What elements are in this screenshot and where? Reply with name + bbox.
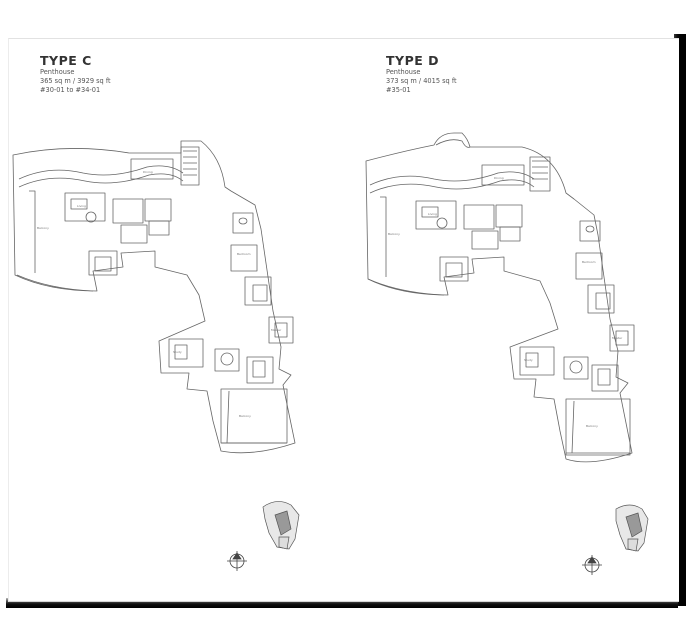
unit-title: TYPE D bbox=[386, 53, 440, 68]
bedroom-3 bbox=[609, 324, 635, 352]
unit-title: TYPE C bbox=[40, 53, 92, 68]
svg-text:Dining: Dining bbox=[494, 176, 504, 180]
floor-plan-drawing: Dining Living Balcony Balcony Bedroom Ma… bbox=[365, 132, 649, 575]
unit-area: 365 sq m / 3929 sq ft bbox=[40, 77, 111, 85]
dining-area bbox=[481, 164, 525, 186]
study-block bbox=[519, 346, 555, 376]
lift-lobby bbox=[439, 256, 469, 282]
site-key-plan-icon bbox=[615, 504, 649, 552]
svg-text:Study: Study bbox=[524, 358, 533, 362]
svg-text:Balcony: Balcony bbox=[388, 232, 400, 236]
living-table bbox=[436, 217, 448, 229]
stair-block bbox=[180, 146, 200, 186]
unit-heading: TYPE D Penthouse 373 sq m / 4015 sq ft #… bbox=[386, 53, 457, 95]
guest-room bbox=[579, 220, 601, 242]
brochure-page: TYPE C Penthouse 365 sq m / 3929 sq ft #… bbox=[8, 38, 679, 602]
living-area bbox=[64, 192, 106, 222]
svg-text:Bedroom: Bedroom bbox=[582, 260, 596, 264]
pool-deck bbox=[565, 398, 631, 456]
kitchen bbox=[463, 204, 495, 230]
svg-text:Living: Living bbox=[428, 212, 437, 216]
page-bottom-shadow bbox=[6, 598, 678, 608]
penthouse-pool-curve bbox=[18, 165, 184, 180]
bath-block bbox=[214, 348, 240, 372]
unit-numbers: #35-01 bbox=[386, 86, 411, 94]
svg-text:Living: Living bbox=[77, 204, 86, 208]
dining-area bbox=[130, 158, 174, 180]
svg-text:Balcony: Balcony bbox=[586, 424, 598, 428]
bath-block bbox=[563, 356, 589, 380]
unit-heading: TYPE C Penthouse 365 sq m / 3929 sq ft #… bbox=[40, 53, 111, 95]
north-arrow-icon bbox=[582, 555, 602, 575]
svg-text:Bedroom: Bedroom bbox=[237, 252, 251, 256]
svg-text:Balcony: Balcony bbox=[239, 414, 251, 418]
floor-plan-drawing: Dining Living Balcony Balcony Bedroom Ma… bbox=[12, 140, 300, 571]
svg-text:Dining: Dining bbox=[143, 170, 153, 174]
plan-outline bbox=[365, 132, 633, 463]
bedroom-2 bbox=[244, 276, 272, 306]
floor-plan-type-c: TYPE C Penthouse 365 sq m / 3929 sq ft #… bbox=[9, 39, 344, 601]
svg-text:Master: Master bbox=[612, 336, 623, 340]
unit-type: Penthouse bbox=[40, 68, 75, 76]
pool-deck bbox=[220, 388, 288, 444]
guest-room bbox=[232, 212, 254, 234]
study-block bbox=[168, 338, 204, 368]
bedroom-2 bbox=[587, 284, 615, 314]
bedroom-3 bbox=[268, 316, 294, 344]
bedroom-1 bbox=[575, 252, 603, 280]
floor-plan-type-d: TYPE D Penthouse 373 sq m / 4015 sq ft #… bbox=[344, 39, 679, 601]
plan-outline bbox=[12, 140, 296, 454]
site-key-plan-icon bbox=[262, 501, 300, 550]
living-table bbox=[85, 211, 97, 223]
unit-numbers: #30-01 to #34-01 bbox=[40, 86, 101, 94]
lift-lobby bbox=[88, 250, 118, 276]
unit-type: Penthouse bbox=[386, 68, 421, 76]
kitchen bbox=[112, 198, 144, 224]
living-area bbox=[415, 200, 457, 230]
svg-text:Master: Master bbox=[271, 328, 282, 332]
penthouse-pool-curve bbox=[369, 171, 535, 186]
unit-area: 373 sq m / 4015 sq ft bbox=[386, 77, 457, 85]
stair-block bbox=[529, 156, 551, 192]
svg-text:Study: Study bbox=[173, 350, 182, 354]
north-arrow-icon bbox=[227, 551, 247, 571]
bedroom-1 bbox=[230, 244, 258, 272]
svg-text:Balcony: Balcony bbox=[37, 226, 49, 230]
